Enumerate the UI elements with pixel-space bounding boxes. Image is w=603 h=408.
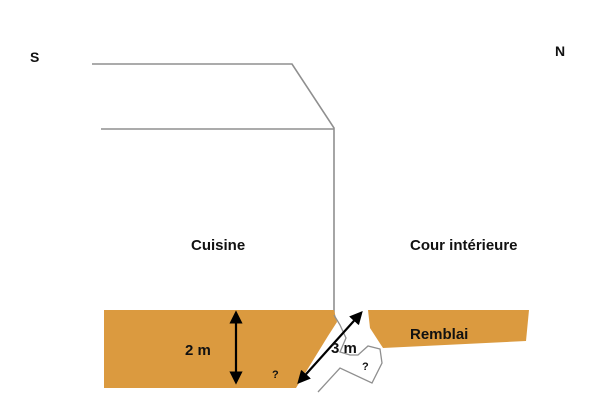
depth-label: 2 m	[185, 342, 211, 359]
unknown-right-label: ?	[362, 361, 369, 373]
diagonal-arrow	[297, 311, 363, 384]
courtyard-label: Cour intérieure	[410, 237, 518, 254]
fill-layer	[368, 310, 529, 348]
unknown-left-label: ?	[272, 369, 279, 381]
kitchen-label: Cuisine	[191, 237, 245, 254]
diagonal-label: 3 m	[331, 340, 357, 357]
fill-label: Remblai	[410, 326, 468, 343]
south-label: S	[30, 49, 39, 65]
kitchen-soil	[104, 310, 337, 388]
north-label: N	[555, 43, 565, 59]
roof-line	[92, 63, 335, 315]
